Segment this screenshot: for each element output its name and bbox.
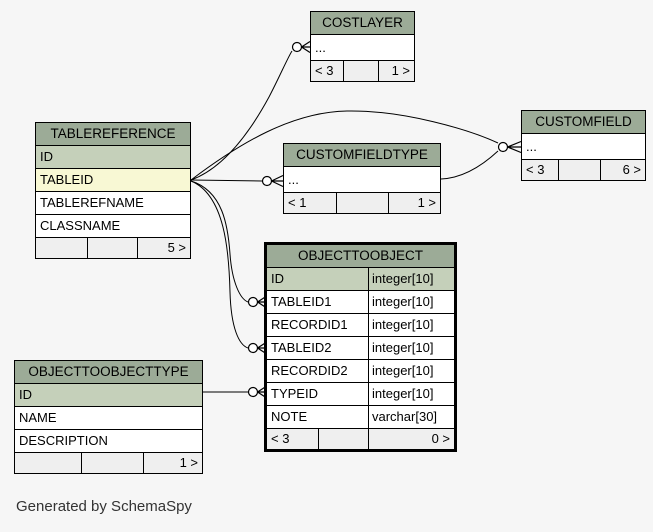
children-count: 1 > [417, 195, 436, 210]
column-row-tableid: TABLEID [36, 169, 190, 192]
generated-by-label: Generated by SchemaSpy [16, 498, 192, 515]
table-node-customfield[interactable]: CUSTOMFIELD ... < 3 6 > [521, 110, 646, 181]
column-row-name: NAME [15, 407, 202, 430]
column-row-recordid1: RECORDID1 integer[10] [267, 314, 454, 337]
parents-count: < 3 [311, 61, 344, 81]
table-footer: 1 > [15, 453, 202, 473]
column-row-tableid1: TABLEID1 integer[10] [267, 291, 454, 314]
table-node-costlayer[interactable]: COSTLAYER ... < 3 1 > [310, 11, 415, 82]
table-node-customfieldtype[interactable]: CUSTOMFIELDTYPE ... < 1 1 > [283, 143, 441, 214]
children-count: 0 > [431, 431, 450, 446]
columns-ellipsis: ... [284, 167, 440, 193]
column-name: TYPEID [267, 383, 369, 405]
column-type: integer[10] [372, 386, 434, 401]
table-title[interactable]: OBJECTTOOBJECT [267, 245, 454, 268]
table-title[interactable]: CUSTOMFIELD [522, 111, 645, 134]
column-type: integer[10] [372, 363, 434, 378]
column-row-note: NOTE varchar[30] [267, 406, 454, 429]
table-node-objecttoobjecttype[interactable]: OBJECTTOOBJECTTYPE ID NAME DESCRIPTION 1… [14, 360, 203, 474]
edge-tablereference-tableid1 [190, 180, 249, 303]
column-name: RECORDID2 [267, 360, 369, 382]
children-count: 5 > [167, 240, 186, 255]
parents-count: < 3 [522, 160, 559, 180]
table-title[interactable]: TABLEREFERENCE [36, 123, 190, 146]
column-type: integer[10] [372, 317, 434, 332]
column-type: integer[10] [372, 294, 434, 309]
column-row-id: ID [15, 384, 202, 407]
edge-customfieldtype-customfield [440, 150, 499, 180]
parents-count [36, 238, 88, 258]
column-row-recordid2: RECORDID2 integer[10] [267, 360, 454, 383]
column-row-id: ID [36, 146, 190, 169]
table-footer: < 3 0 > [267, 429, 454, 449]
column-row-description: DESCRIPTION [15, 430, 202, 453]
footer-spacer [88, 238, 138, 258]
footer-spacer [344, 61, 379, 81]
column-type: varchar[30] [372, 409, 438, 424]
table-title[interactable]: OBJECTTOOBJECTTYPE [15, 361, 202, 384]
parents-count: < 3 [267, 429, 319, 449]
column-name: TABLEID1 [267, 291, 369, 313]
column-name: RECORDID1 [267, 314, 369, 336]
table-footer: < 3 1 > [311, 61, 414, 81]
footer-spacer [82, 453, 144, 473]
column-row-classname: CLASSNAME [36, 215, 190, 238]
column-name: ID [267, 268, 369, 290]
zero-or-many-marker [261, 174, 284, 188]
column-name: TABLEID2 [267, 337, 369, 359]
footer-spacer [319, 429, 369, 449]
children-count: 1 > [179, 455, 198, 470]
table-footer: < 1 1 > [284, 193, 440, 213]
children-count: 1 > [391, 63, 410, 78]
parents-count: < 1 [284, 193, 337, 213]
columns-ellipsis: ... [522, 134, 645, 160]
footer-spacer [337, 193, 389, 213]
edge-tablereference-tableid2 [190, 180, 249, 349]
column-row-tablerefname: TABLEREFNAME [36, 192, 190, 215]
edge-tablereference-customfieldtype [190, 179, 263, 182]
column-row-id: ID integer[10] [267, 268, 454, 291]
column-row-tableid2: TABLEID2 integer[10] [267, 337, 454, 360]
zero-or-many-marker [497, 140, 522, 154]
table-title[interactable]: COSTLAYER [311, 12, 414, 35]
parents-count [15, 453, 82, 473]
columns-ellipsis: ... [311, 35, 414, 61]
column-type: integer[10] [372, 271, 434, 286]
column-type: integer[10] [372, 340, 434, 355]
edge-tablereference-costlayer [190, 50, 293, 181]
column-row-typeid: TYPEID integer[10] [267, 383, 454, 406]
children-count: 6 > [622, 162, 641, 177]
footer-spacer [559, 160, 601, 180]
zero-or-many-marker [291, 40, 311, 54]
table-node-tablereference[interactable]: TABLEREFERENCE ID TABLEID TABLEREFNAME C… [35, 122, 191, 259]
column-name: NOTE [267, 406, 369, 428]
table-footer: 5 > [36, 238, 190, 258]
table-title[interactable]: CUSTOMFIELDTYPE [284, 144, 440, 167]
table-footer: < 3 6 > [522, 160, 645, 180]
table-node-objecttoobject[interactable]: OBJECTTOOBJECT ID integer[10] TABLEID1 i… [264, 242, 457, 452]
